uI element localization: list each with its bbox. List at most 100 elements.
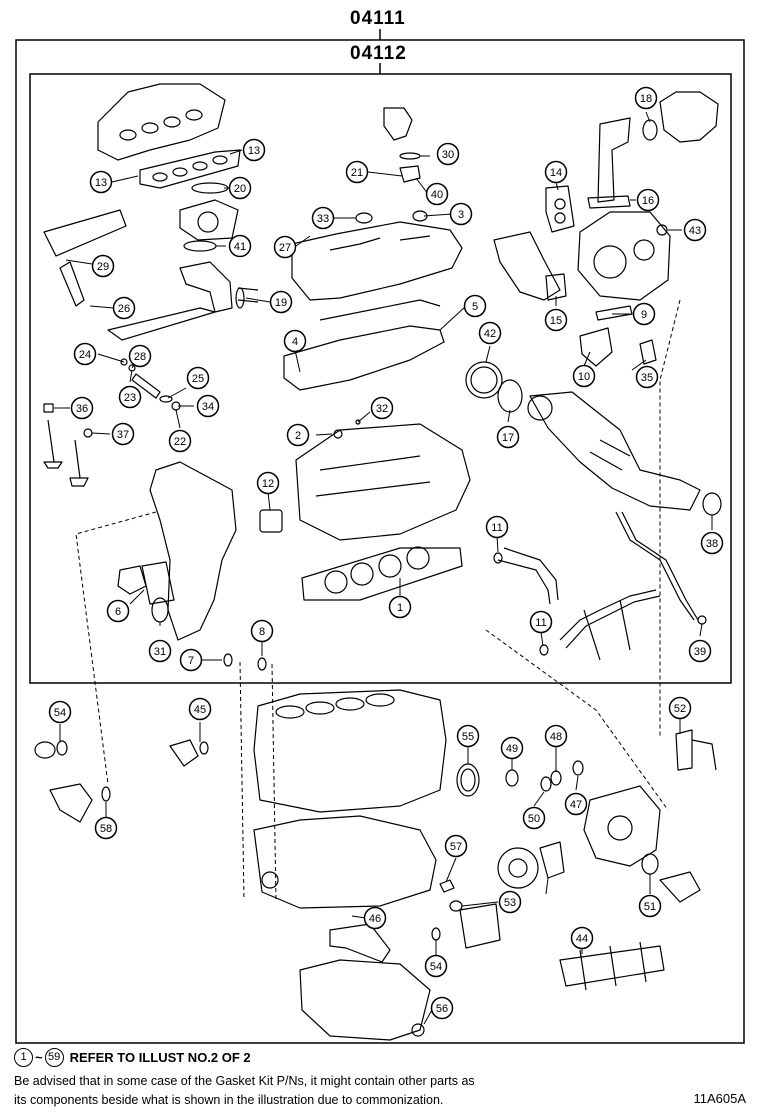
callout-40: 40 — [425, 182, 449, 206]
callout-circle — [196, 394, 220, 418]
callout-39: 39 — [688, 639, 712, 663]
callout-25: 25 — [186, 366, 210, 390]
callout-number: 9 — [641, 309, 647, 321]
callout-46: 46 — [363, 906, 387, 930]
callout-41: 41 — [228, 234, 252, 258]
callout-number: 11 — [491, 522, 502, 534]
callout-6: 6 — [106, 599, 130, 623]
callout-circle — [168, 429, 192, 453]
callout-45: 45 — [188, 697, 212, 721]
callout-38: 38 — [700, 531, 724, 555]
callout-circle — [498, 890, 522, 914]
ref-to-circle: 59 — [44, 1048, 64, 1067]
callout-23: 23 — [118, 385, 142, 409]
callout-circle — [106, 599, 130, 623]
callout-circle — [250, 619, 274, 643]
callout-circle — [634, 86, 658, 110]
callout-number: 21 — [351, 167, 363, 179]
callout-4: 4 — [283, 329, 307, 353]
callout-33: 33 — [311, 206, 335, 230]
callout-number: 50 — [528, 813, 540, 825]
callout-circle — [700, 531, 724, 555]
callout-37: 37 — [111, 422, 135, 446]
callout-number: 39 — [694, 646, 706, 658]
callout-number: 55 — [462, 731, 474, 743]
callout-circle — [283, 329, 307, 353]
callout-number: 18 — [640, 93, 652, 105]
callout-number: 32 — [376, 403, 388, 415]
diagram-id: 11A605A — [693, 1091, 746, 1106]
callout-circle — [424, 954, 448, 978]
callout-number: 10 — [578, 371, 590, 383]
callout-50: 50 — [522, 806, 546, 830]
callout-53: 53 — [498, 890, 522, 914]
callout-35: 35 — [635, 365, 659, 389]
callout-57: 57 — [444, 834, 468, 858]
callout-number: 42 — [484, 328, 496, 340]
callout-number: 51 — [644, 901, 656, 913]
callout-circle — [91, 254, 115, 278]
callout-2: 2 — [286, 423, 310, 447]
callout-circle — [388, 595, 412, 619]
callout-number: 34 — [202, 401, 214, 413]
callout-circle — [463, 294, 487, 318]
callout-number: 1 — [397, 602, 403, 614]
callout-circle — [444, 834, 468, 858]
callout-12: 12 — [256, 471, 280, 495]
callout-number: 37 — [117, 429, 129, 441]
callout-number: 56 — [436, 1003, 448, 1015]
callout-8: 8 — [250, 619, 274, 643]
callout-30: 30 — [436, 142, 460, 166]
callout-circle — [94, 816, 118, 840]
callout-7: 7 — [179, 648, 203, 672]
callout-number: 2 — [295, 430, 301, 442]
callout-13: 13 — [89, 170, 113, 194]
callout-number: 12 — [262, 478, 274, 490]
callout-number: 13 — [95, 177, 107, 189]
callout-number: 5 — [472, 301, 478, 313]
callout-number: 25 — [192, 373, 204, 385]
callout-circle — [478, 321, 502, 345]
callout-number: 30 — [442, 149, 454, 161]
callout-circle — [449, 202, 473, 226]
callout-number: 23 — [124, 392, 136, 404]
callout-47: 47 — [564, 792, 588, 816]
callout-13: 13 — [242, 138, 266, 162]
callout-circle — [111, 422, 135, 446]
callout-circle — [544, 160, 568, 184]
callout-circle — [632, 302, 656, 326]
callout-number: 19 — [275, 297, 287, 309]
callout-number: 24 — [79, 349, 91, 361]
callout-circle — [522, 806, 546, 830]
inner-part-code: 04112 — [350, 43, 407, 64]
callout-circle — [425, 182, 449, 206]
outer-part-code: 04111 — [350, 8, 406, 29]
callout-11: 11 — [485, 515, 509, 539]
callout-circle — [485, 515, 509, 539]
callout-circle — [572, 364, 596, 388]
callout-number: 7 — [188, 655, 194, 667]
callout-19: 19 — [269, 290, 293, 314]
callout-49: 49 — [500, 736, 524, 760]
callout-11: 11 — [529, 610, 553, 634]
callout-number: 33 — [317, 213, 329, 225]
callout-36: 36 — [70, 396, 94, 420]
callout-circle — [73, 342, 97, 366]
callout-17: 17 — [496, 425, 520, 449]
callout-circle — [48, 700, 72, 724]
callout-number: 43 — [689, 225, 701, 237]
callout-circle — [564, 792, 588, 816]
callout-number: 46 — [369, 913, 381, 925]
callout-number: 44 — [576, 933, 588, 945]
callout-circle — [668, 696, 692, 720]
callout-3: 3 — [449, 202, 473, 226]
callout-5: 5 — [463, 294, 487, 318]
callout-number: 11 — [535, 617, 546, 629]
callout-number: 13 — [248, 145, 260, 157]
callout-number: 27 — [279, 242, 291, 254]
callout-58: 58 — [94, 816, 118, 840]
callout-number: 31 — [154, 646, 166, 658]
callout-circle — [242, 138, 266, 162]
callout-circle — [228, 234, 252, 258]
